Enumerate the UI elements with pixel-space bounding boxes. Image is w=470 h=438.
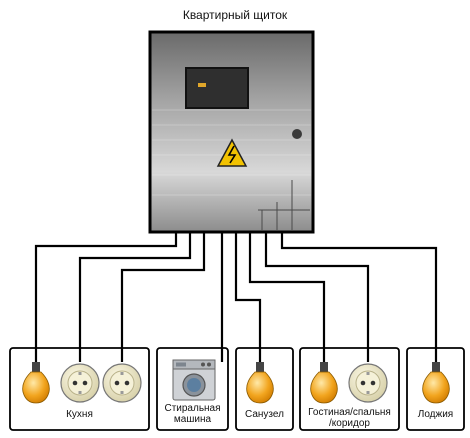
wire-loggia [280, 232, 438, 362]
electrical-panel [148, 30, 315, 234]
room-label-living-room: Гостиная/спальня /коридор [308, 407, 391, 429]
room-label-washing-machine: Стиральная машина [164, 403, 221, 425]
wire-bathroom [234, 232, 262, 362]
panel-lock [292, 129, 302, 139]
room-label-bathroom: Санузел [245, 409, 284, 420]
power-socket-icon [102, 363, 142, 403]
high-voltage-warning-icon [216, 138, 248, 167]
light-bulb-icon [22, 362, 50, 404]
room-box-bathroom [235, 347, 294, 431]
room-box-living [299, 347, 400, 431]
washing-machine-icon [172, 359, 216, 401]
breaker-group [258, 180, 310, 230]
wire-kitchen-socket-1 [78, 232, 192, 362]
meter-indicator [198, 83, 206, 87]
power-socket-icon [60, 363, 100, 403]
room-box-kitchen [9, 347, 150, 431]
light-bulb-icon [246, 362, 274, 404]
light-bulb-icon [310, 362, 338, 404]
power-socket-icon [348, 363, 388, 403]
wire-living-light [248, 232, 326, 362]
diagram-title: Квартирный щиток [182, 8, 288, 22]
room-box-loggia [406, 347, 465, 431]
wire-kitchen-light [34, 232, 178, 362]
wire-kitchen-socket-2 [120, 232, 206, 362]
room-label-loggia: Лоджия [417, 409, 454, 420]
room-label-kitchen: Кухня [66, 409, 93, 420]
light-bulb-icon [422, 362, 450, 404]
room-box-washing [156, 347, 229, 431]
meter-window [185, 67, 249, 109]
wires [34, 232, 438, 362]
wire-living-socket [264, 232, 370, 362]
